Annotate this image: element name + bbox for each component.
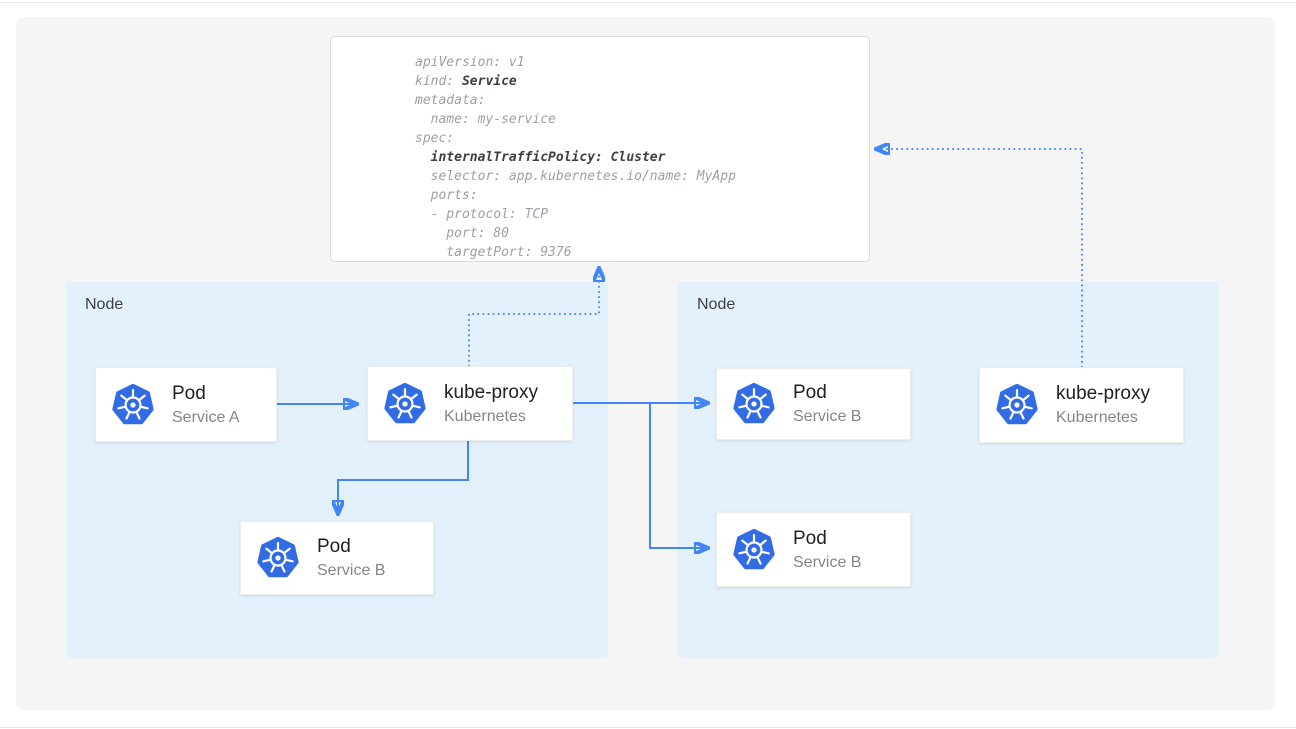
kube-proxy-card-right: kube-proxy Kubernetes: [979, 367, 1184, 443]
yaml-line: metadata:: [415, 93, 486, 108]
pod-card-service-a: Pod Service A: [95, 367, 277, 442]
pod-card-service-b-right-bottom: Pod Service B: [716, 512, 911, 587]
pod-title: Pod: [317, 536, 351, 557]
kube-proxy-title: kube-proxy: [1056, 383, 1150, 404]
yaml-line: name: my-service: [415, 112, 556, 127]
pod-subtitle: Service B: [793, 553, 862, 571]
yaml-line: selector: app.kubernetes.io/name: MyApp: [415, 169, 736, 184]
pod-subtitle: Service A: [172, 408, 240, 426]
kubernetes-icon: [257, 536, 299, 578]
node-right-label: Node: [697, 296, 736, 313]
kube-proxy-subtitle: Kubernetes: [444, 407, 526, 425]
pod-title: Pod: [793, 382, 827, 403]
kubernetes-icon: [384, 382, 426, 423]
pod-subtitle: Service B: [317, 562, 386, 579]
pod-title: Pod: [793, 527, 827, 549]
kubernetes-icon: [733, 528, 775, 569]
pod-title: Pod: [172, 382, 206, 404]
kubernetes-icon: [112, 383, 154, 424]
kube-proxy-title: kube-proxy: [444, 381, 538, 403]
kubernetes-icon: [996, 383, 1038, 425]
yaml-line: port: 80: [415, 226, 509, 241]
kube-proxy-subtitle: Kubernetes: [1056, 409, 1138, 426]
pod-card-service-b-left: Pod Service B: [240, 521, 434, 595]
yaml-line: kind: Service: [415, 74, 517, 89]
pod-card-service-b-right-top: Pod Service B: [716, 368, 911, 440]
yaml-line: - protocol: TCP: [415, 207, 549, 222]
yaml-line: internalTrafficPolicy: Cluster: [430, 150, 666, 165]
yaml-line: ports:: [415, 188, 478, 203]
kube-proxy-card-left: kube-proxy Kubernetes: [367, 366, 573, 441]
yaml-line: apiVersion: v1: [415, 55, 525, 70]
yaml-line: targetPort: 9376: [415, 245, 572, 260]
kubernetes-icon: [733, 382, 775, 424]
node-left-label: Node: [85, 296, 124, 313]
node-right: Node: [678, 282, 1218, 658]
pod-subtitle: Service B: [793, 408, 862, 425]
bottom-divider: [0, 727, 1296, 728]
node-left: Node: [66, 282, 608, 658]
service-yaml-card: apiVersion: v1 kind: Service metadata: n…: [330, 36, 870, 262]
top-divider: [0, 2, 1296, 3]
yaml-line: spec:: [415, 131, 455, 146]
